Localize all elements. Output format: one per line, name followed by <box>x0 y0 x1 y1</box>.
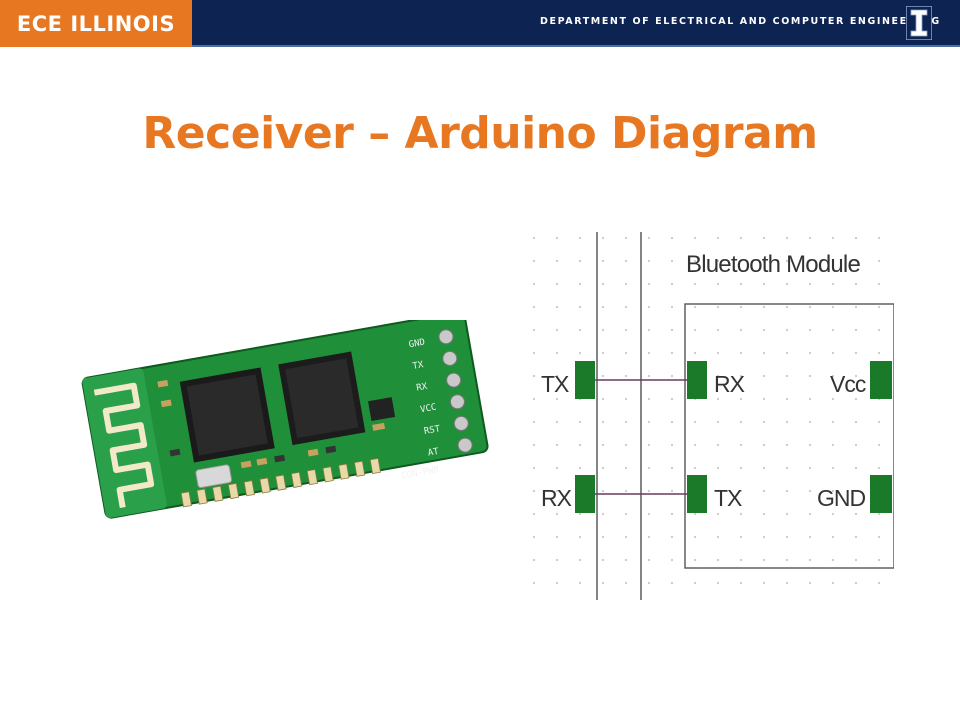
label-module-vcc: Vcc <box>830 371 866 397</box>
bluetooth-module-photo: GND TX RX VCC RST AT CON-PWR <box>81 320 489 519</box>
label-module-rx: RX <box>714 371 745 397</box>
department-name: DEPARTMENT OF ELECTRICAL AND COMPUTER EN… <box>540 16 941 27</box>
brand-text: ECE ILLINOIS <box>16 11 176 36</box>
silk-at: AT <box>427 447 440 459</box>
antenna-area <box>82 368 167 518</box>
label-arduino-tx: TX <box>541 371 569 397</box>
label-arduino-rx: RX <box>541 485 572 511</box>
pin-module-vcc <box>870 361 892 399</box>
silk-gnd: GND <box>408 338 426 351</box>
silk-vcc: VCC <box>420 403 438 416</box>
illinois-block-i-icon <box>906 6 932 40</box>
pin-arduino-rx <box>575 475 595 513</box>
silk-tx: TX <box>412 360 425 372</box>
label-module-tx: TX <box>714 485 742 511</box>
bluetooth-module-box <box>684 303 894 569</box>
silk-rx: RX <box>416 382 429 394</box>
label-module-gnd: GND <box>817 485 866 511</box>
slide-title: Receiver – Arduino Diagram <box>142 108 818 159</box>
pin-module-tx <box>687 475 707 513</box>
pin-module-rx <box>687 361 707 399</box>
bottom-pin-pads <box>180 457 381 508</box>
silk-con-pwr: CON-PWR <box>401 465 441 482</box>
wiring-schematic: Bluetooth Module TX RX RX TX Vcc GND <box>528 232 894 600</box>
brand-logo[interactable]: ECE ILLINOIS <box>0 0 192 47</box>
header-divider <box>192 45 960 47</box>
antenna-trace <box>93 382 155 509</box>
pin-module-gnd <box>870 475 892 513</box>
schematic-grid <box>528 232 894 600</box>
header-bar: ECE ILLINOIS DEPARTMENT OF ELECTRICAL AN… <box>0 0 960 47</box>
crystal <box>195 464 233 489</box>
pin-arduino-tx <box>575 361 595 399</box>
header-pins <box>438 329 473 453</box>
silk-rst: RST <box>423 424 441 437</box>
module-label: Bluetooth Module <box>686 251 860 278</box>
